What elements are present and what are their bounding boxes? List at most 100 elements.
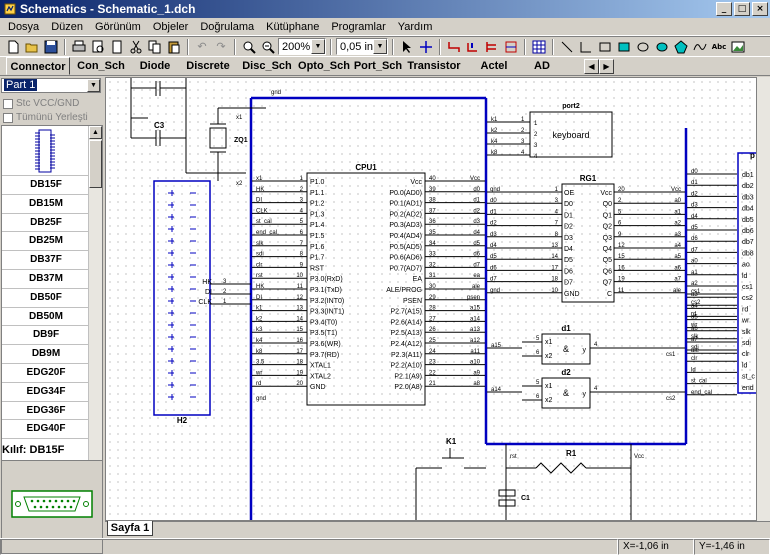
page-icon[interactable] [108, 38, 126, 56]
tab-scroll-right-button[interactable]: ▶ [599, 58, 614, 74]
menu-yardim[interactable]: Yardım [397, 20, 433, 33]
print-preview-icon[interactable] [89, 38, 107, 56]
tab-discrete[interactable]: Discrete [186, 60, 230, 72]
tab-con-sch[interactable]: Con_Sch [77, 60, 125, 72]
menu-kutuphane[interactable]: Kütüphane [266, 20, 320, 33]
port2-net-label: k4 [491, 139, 498, 145]
bus-entry-icon[interactable] [483, 38, 501, 56]
new-file-icon[interactable] [4, 38, 22, 56]
wire-icon[interactable] [445, 38, 463, 56]
tab-port-sch[interactable]: Port_Sch [353, 60, 403, 72]
part-item-db15m[interactable]: DB15M [2, 195, 90, 214]
canvas-vertical-scrollbar[interactable] [757, 77, 770, 521]
part-item-db37m[interactable]: DB37M [2, 270, 90, 289]
rectangle-icon[interactable] [596, 38, 614, 56]
zq1-name: ZQ1 [234, 137, 248, 144]
part-item-edg34f[interactable]: EDG34F [2, 383, 90, 402]
rg1-right-net-label: a7 [674, 277, 681, 283]
right-net-label-a: d0 [691, 169, 698, 175]
d2-operator: & [563, 388, 569, 398]
save-icon[interactable] [42, 38, 60, 56]
curve-icon[interactable] [691, 38, 709, 56]
redo-icon[interactable]: ↷ [216, 40, 226, 53]
cpu-right-pin-name: P2.3(A11) [391, 352, 422, 359]
image-icon[interactable] [729, 38, 747, 56]
cross-icon[interactable] [417, 38, 435, 56]
text-icon[interactable]: Abc [711, 42, 727, 51]
right-net-label-b: st_cal [691, 379, 707, 385]
part-item-db25m[interactable]: DB25M [2, 232, 90, 252]
scroll-up-button[interactable]: ▲ [89, 126, 102, 139]
select-arrow-icon[interactable] [398, 38, 416, 56]
cut-icon[interactable] [127, 38, 145, 56]
part-item-db9m[interactable]: DB9M [2, 345, 90, 364]
table-icon[interactable] [530, 38, 548, 56]
filled-rectangle-icon[interactable] [615, 38, 633, 56]
right-net-label-b: end_cal [691, 390, 712, 396]
grid-select[interactable]: 0,05 in ▼ [336, 38, 388, 55]
menu-dosya[interactable]: Dosya [8, 20, 40, 33]
right-ic-pin-label: cs1 [742, 284, 753, 291]
right-ic-pin-label: end [742, 385, 754, 392]
part-item-edg36f[interactable]: EDG36F [2, 402, 90, 421]
cpu-left-pin-number: 4 [300, 208, 304, 214]
part-list[interactable]: DB15F DB15M DB25F DB25M DB37F DB37M DB50… [1, 125, 103, 489]
print-icon[interactable] [70, 38, 88, 56]
part-item-db50m[interactable]: DB50M [2, 308, 90, 327]
zoom-in-icon[interactable] [240, 38, 258, 56]
tab-connector[interactable]: Connector [6, 57, 70, 75]
tab-ad[interactable]: AD [534, 60, 550, 72]
menu-duzen[interactable]: Düzen [51, 20, 83, 33]
paste-icon[interactable] [165, 38, 183, 56]
maximize-button[interactable]: □ [734, 2, 750, 16]
cpu-right-pin-name: P2.4(A12) [390, 341, 422, 348]
part-item-db25f[interactable]: DB25F [2, 214, 90, 233]
tab-scroll-left-button[interactable]: ◀ [584, 58, 599, 74]
tab-diode[interactable]: Diode [139, 60, 171, 72]
cpu-left-net-label: k4 [256, 338, 263, 344]
right-ic-pin-label: st_c [742, 374, 755, 381]
part-item-db15f[interactable]: DB15F [2, 176, 90, 195]
copy-icon[interactable] [146, 38, 164, 56]
tab-actel[interactable]: Actel [480, 60, 508, 72]
menu-gorunum[interactable]: Görünüm [94, 20, 141, 33]
part-item-edg20f[interactable]: EDG20F [2, 364, 90, 383]
polygon-icon[interactable] [672, 38, 690, 56]
open-folder-icon[interactable] [23, 38, 41, 56]
c1-plate-bottom [498, 499, 516, 507]
cpu-left-pin-number: 8 [300, 252, 304, 258]
cpu-left-pin-number: 12 [296, 295, 303, 301]
polyline-icon[interactable] [577, 38, 595, 56]
bus-icon[interactable] [464, 38, 482, 56]
part-item-db37f[interactable]: DB37F [2, 251, 90, 270]
sheet-tab-1[interactable]: Sayfa 1 [107, 521, 153, 536]
filled-ellipse-icon[interactable] [653, 38, 671, 56]
part-select[interactable]: Part 1 ▼ [1, 78, 101, 93]
close-button[interactable]: × [752, 2, 768, 16]
zoom-out-icon[interactable] [259, 38, 277, 56]
menu-dogrulama[interactable]: Doğrulama [200, 20, 255, 33]
part-item-db50f[interactable]: DB50F [2, 289, 90, 308]
tab-transistor[interactable]: Transistor [407, 60, 461, 72]
place-all-checkbox[interactable]: Tümünü Yerleşti [3, 111, 88, 124]
menu-objeler[interactable]: Objeler [152, 20, 189, 33]
part-item-db9f[interactable]: DB9F [2, 326, 90, 346]
tab-opto-sch[interactable]: Opto_Sch [298, 60, 350, 72]
tab-disc-sch[interactable]: Disc_Sch [242, 60, 292, 72]
part-item-edg40f[interactable]: EDG40F [2, 420, 90, 440]
cpu-left-pin-number: 14 [296, 316, 303, 322]
zoom-select[interactable]: 200% ▼ [278, 38, 326, 55]
net-label-icon[interactable] [502, 38, 520, 56]
scroll-thumb[interactable] [89, 140, 102, 188]
rst-label: rst [510, 454, 517, 460]
undo-icon[interactable]: ↶ [197, 40, 207, 53]
menu-programlar[interactable]: Programlar [331, 20, 386, 33]
part-list-scrollbar[interactable]: ▲ ▼ [88, 126, 102, 488]
ellipse-icon[interactable] [634, 38, 652, 56]
line-icon[interactable] [558, 38, 576, 56]
minimize-button[interactable]: _ [716, 2, 732, 16]
stc-vcc-gnd-checkbox[interactable]: Stc VCC/GND [3, 97, 79, 110]
rg1-left-net-label: d7 [490, 277, 497, 283]
cpu-right-pin-number: 22 [429, 370, 436, 376]
